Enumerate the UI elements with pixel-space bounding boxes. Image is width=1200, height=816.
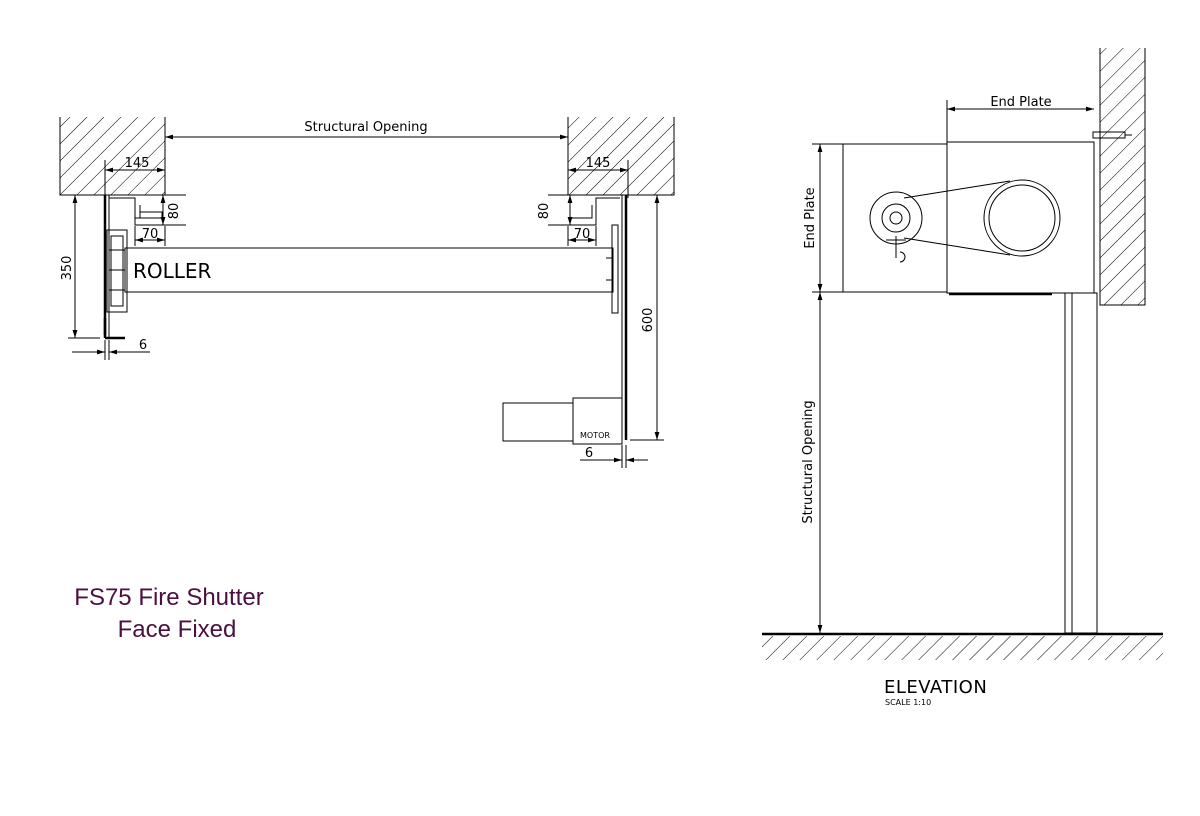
motor-label: MOTOR: [580, 431, 610, 440]
floor: [762, 632, 1163, 660]
right-return-dimension: 145: [568, 156, 629, 198]
left-return-label: 145: [125, 156, 150, 171]
right-guide-depth-label: 80: [537, 203, 552, 220]
elevation-opening-dimension: Structural Opening: [801, 292, 823, 633]
chain-drive: [869, 179, 1061, 263]
end-plate-side-dimension: End Plate: [803, 143, 865, 293]
elevation-opening-label: Structural Opening: [801, 400, 816, 523]
elevation-view: End Plate End Plate: [762, 48, 1163, 707]
elevation-scale-label: SCALE 1:10: [885, 698, 931, 707]
left-plate-label: 6: [139, 338, 147, 353]
right-guide-width-label: 70: [574, 227, 591, 242]
elevation-guide-rail: [1064, 292, 1098, 634]
right-height-dimension: 600: [630, 194, 664, 441]
end-plate-box: [842, 141, 1095, 296]
left-guide-depth-dimension: 80: [158, 194, 186, 226]
end-plate-top-dimension: End Plate: [946, 95, 1094, 142]
opening-label: Structural Opening: [304, 120, 427, 135]
right-wall: [567, 117, 675, 196]
drawing-title: FS75 Fire Shutter Face Fixed: [74, 584, 263, 643]
elevation-wall: [1099, 48, 1146, 306]
end-plate-top-label: End Plate: [990, 95, 1051, 110]
right-plate-label: 6: [585, 446, 593, 461]
left-guide-width-label: 70: [142, 227, 159, 242]
opening-dimension: Structural Opening: [165, 120, 568, 140]
roller: ROLLER: [124, 247, 614, 293]
title-line-2: Face Fixed: [118, 616, 237, 643]
left-return-dimension: 145: [104, 156, 165, 198]
right-guide-depth-dimension: 80: [537, 194, 576, 226]
right-height-label: 600: [641, 308, 656, 333]
left-height-label: 350: [60, 256, 75, 281]
left-wall: [59, 117, 166, 196]
left-height-dimension: 350: [60, 195, 100, 339]
left-guide-width-dimension: 70: [134, 226, 166, 246]
right-guide-width-dimension: 70: [567, 226, 597, 246]
motor: MOTOR: [502, 397, 623, 445]
right-plate-dimension: 6: [580, 445, 648, 468]
left-guide-channel: [103, 195, 165, 340]
right-return-label: 145: [586, 156, 611, 171]
left-guide-depth-label: 80: [167, 203, 182, 220]
wall-bolt: [1092, 131, 1132, 139]
end-plate-side-label: End Plate: [803, 187, 818, 248]
title-line-1: FS75 Fire Shutter: [74, 584, 263, 611]
left-plate-dimension: 6: [72, 338, 150, 360]
elevation-view-label: ELEVATION: [884, 677, 987, 698]
roller-label: ROLLER: [133, 259, 212, 283]
plan-view: Structural Opening 145 145: [59, 117, 675, 468]
